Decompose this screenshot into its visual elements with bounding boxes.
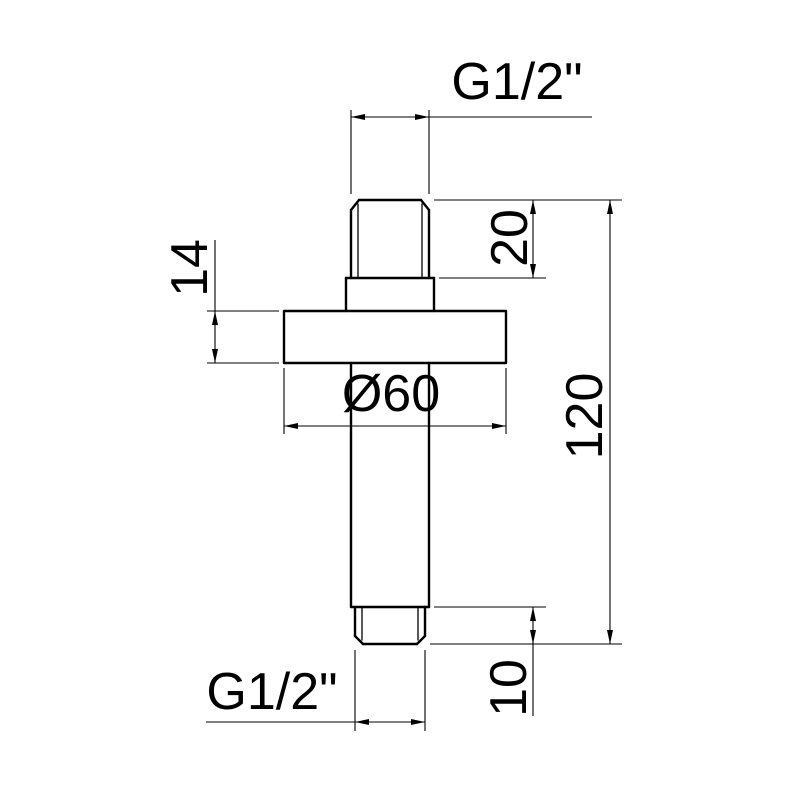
flange-outline <box>282 309 508 365</box>
arrowhead <box>415 114 429 120</box>
dim-bottom-thread-length <box>434 606 546 716</box>
arrowhead <box>492 423 506 429</box>
edge <box>353 634 365 646</box>
dimension-labels: G1/2" 20 14 Ø60 120 10 G1/2" <box>161 53 614 721</box>
label-flange-thickness: 14 <box>161 239 219 297</box>
collar-outline <box>344 276 436 313</box>
label-top-thread-length: 20 <box>481 209 539 267</box>
arrowhead <box>607 630 613 644</box>
label-bottom-thread-length: 10 <box>480 659 538 717</box>
label-bottom-thread: G1/2" <box>206 663 337 721</box>
edge <box>419 198 431 212</box>
dim-top-thread <box>350 110 592 194</box>
arrowhead <box>530 630 536 644</box>
thread-root-lines <box>357 203 423 279</box>
label-overall-length: 120 <box>556 373 614 460</box>
dimension-arrowheads <box>212 114 613 725</box>
arrowhead <box>607 200 613 214</box>
arrowhead <box>212 349 218 363</box>
top-thread-outline <box>344 198 436 280</box>
edge <box>415 634 427 646</box>
arrowhead <box>284 423 298 429</box>
arrowhead <box>212 311 218 325</box>
pipe-outline <box>349 361 431 609</box>
arrowhead <box>530 264 536 278</box>
arrowhead <box>530 200 536 214</box>
dim-flange-diameter <box>283 368 507 434</box>
thread-root-lines <box>361 606 419 641</box>
arrowhead <box>355 719 369 725</box>
dimension-lines <box>206 110 622 731</box>
arrowhead <box>351 114 365 120</box>
arrowhead <box>530 607 536 621</box>
label-top-thread: G1/2" <box>451 53 582 111</box>
dim-overall-length <box>430 200 622 645</box>
arrowhead <box>411 719 425 725</box>
shower-arm-outline <box>282 198 508 646</box>
dim-bottom-thread <box>206 650 426 731</box>
label-flange-diameter: Ø60 <box>342 365 440 423</box>
dim-flange-thickness <box>207 240 279 364</box>
edge <box>349 198 361 212</box>
bottom-thread-outline <box>353 605 427 646</box>
